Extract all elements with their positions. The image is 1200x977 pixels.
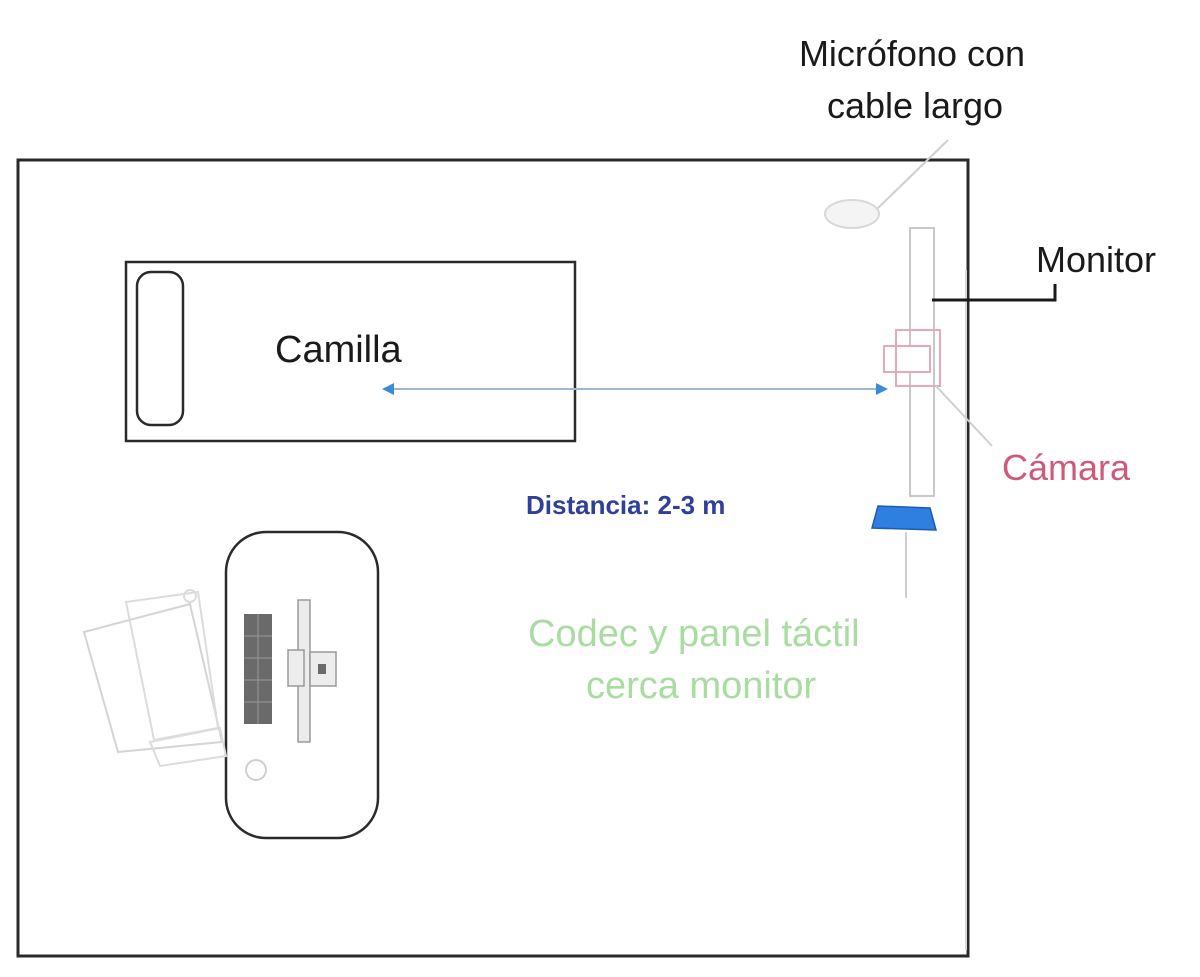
distance-label: Distancia: 2-3 m xyxy=(526,490,725,520)
microphone-label-line1: Micrófono con xyxy=(799,33,1025,74)
touch-panel-icon xyxy=(871,505,937,531)
desk-monitor-icon xyxy=(287,599,337,743)
monitor-stand xyxy=(909,227,967,950)
microphone-label-line2: cable largo xyxy=(827,85,1003,126)
microphone xyxy=(824,139,949,229)
camera-icon xyxy=(883,329,941,387)
mouse-icon xyxy=(245,759,267,781)
stretcher xyxy=(124,260,577,443)
office-chair xyxy=(82,589,228,768)
keyboard-icon xyxy=(244,614,272,724)
codec-label-line2: cerca monitor xyxy=(586,665,817,707)
camera-leader-line xyxy=(935,385,993,447)
stretcher-label: Camilla xyxy=(275,329,403,371)
monitor-label: Monitor xyxy=(1036,239,1156,280)
room-outline xyxy=(16,158,970,958)
monitor-leader-line xyxy=(932,284,1057,302)
codec-label-line1: Codec y panel táctil xyxy=(528,613,860,655)
camera-label: Cámara xyxy=(1002,447,1131,488)
